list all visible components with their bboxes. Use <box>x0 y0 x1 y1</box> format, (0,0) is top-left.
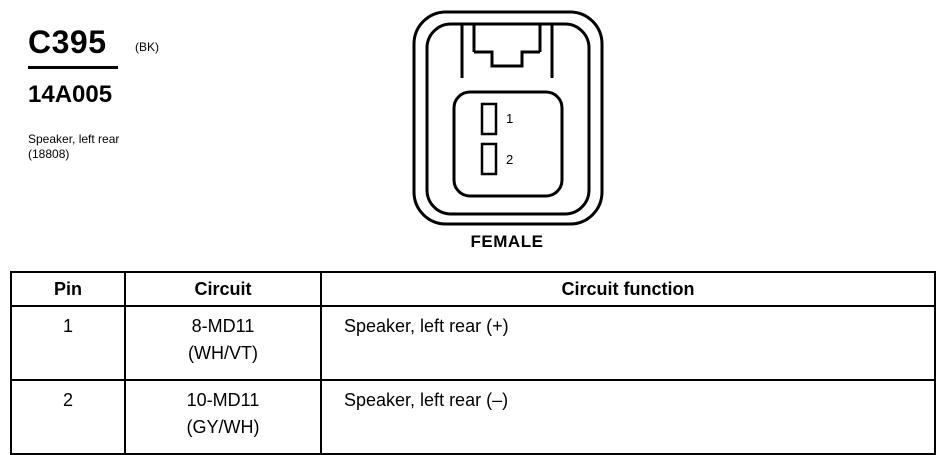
row-2-wire-color: (GY/WH) <box>186 417 260 437</box>
connector-description: Speaker, left rear (18808) <box>28 132 119 162</box>
connector-inner-shell <box>425 22 591 216</box>
row-2-pin: 2 <box>10 379 126 455</box>
connector-gender-label: FEMALE <box>470 232 544 251</box>
part-number: 14A005 <box>28 81 113 108</box>
connector-pin-cavity-body <box>452 90 564 198</box>
row-1-function: Speaker, left rear (+) <box>320 305 936 381</box>
connector-face-diagram: 1 2 <box>412 10 604 226</box>
row-1-pin: 1 <box>10 305 126 381</box>
header-circuit-function: Circuit function <box>320 271 936 307</box>
row-1-circuit: 8-MD11 (WH/VT) <box>124 305 322 381</box>
pin-1-terminal <box>480 102 498 136</box>
header-pin: Pin <box>10 271 126 307</box>
description-line-2: (18808) <box>28 147 70 161</box>
code-underline <box>28 66 118 69</box>
connector-code: C395 <box>28 24 107 60</box>
row-2-circuit: 10-MD11 (GY/WH) <box>124 379 322 455</box>
description-line-1: Speaker, left rear <box>28 132 120 146</box>
row-1-wire-color: (WH/VT) <box>188 343 258 363</box>
connector-color: (BK) <box>135 40 159 54</box>
table-header-row: Pin Circuit Circuit function <box>10 271 936 307</box>
row-2-function: Speaker, left rear (–) <box>320 379 936 455</box>
pin-1-label: 1 <box>506 111 513 126</box>
pin-2-terminal <box>480 142 498 176</box>
table-row: 2 10-MD11 (GY/WH) Speaker, left rear (–) <box>10 379 936 455</box>
connector-locking-tab <box>460 24 554 78</box>
row-2-circuit-id: 10-MD11 <box>186 390 260 410</box>
connector-outer-shell <box>412 10 604 226</box>
pin-table: Pin Circuit Circuit function 1 8-MD11 (W… <box>10 271 936 455</box>
table-row: 1 8-MD11 (WH/VT) Speaker, left rear (+) <box>10 305 936 381</box>
pin-2-label: 2 <box>506 152 513 167</box>
header-circuit: Circuit <box>124 271 322 307</box>
row-1-circuit-id: 8-MD11 <box>191 316 255 336</box>
